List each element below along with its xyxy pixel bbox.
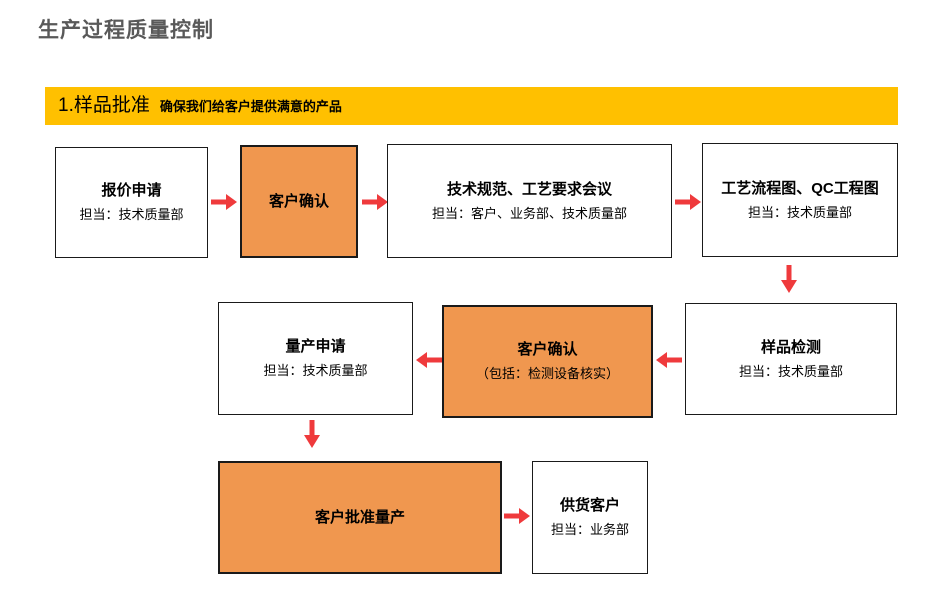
node-title: 工艺流程图、QC工程图 <box>721 179 879 197</box>
arrow-left-icon <box>416 352 442 368</box>
node-subtitle: 担当：客户、业务部、技术质量部 <box>431 205 627 221</box>
node-subtitle: 担当：技术质量部 <box>79 207 184 223</box>
node-subtitle: 担当：技术质量部 <box>738 363 843 379</box>
node-process-flow-qc-chart: 工艺流程图、QC工程图 担当：技术质量部 <box>702 143 898 257</box>
node-mass-production-request: 量产申请 担当：技术质量部 <box>218 302 413 415</box>
section-banner: 1.样品批准 确保我们给客户提供满意的产品 <box>45 87 898 125</box>
node-customer-approve-mass-production: 客户批准量产 <box>218 461 502 574</box>
arrow-left-icon <box>656 352 682 368</box>
arrow-right-icon <box>362 194 388 210</box>
node-title: 量产申请 <box>285 338 346 356</box>
banner-heading: 1.样品批准 <box>58 95 150 116</box>
node-title: 报价申请 <box>101 182 162 200</box>
arrow-down-icon <box>781 265 797 293</box>
banner-subtitle: 确保我们给客户提供满意的产品 <box>159 99 342 114</box>
node-subtitle: （包括：检测设备核实） <box>475 366 619 382</box>
page-title: 生产过程质量控制 <box>38 19 214 42</box>
arrow-right-icon <box>211 194 237 210</box>
node-title: 技术规范、工艺要求会议 <box>446 180 612 198</box>
node-title: 客户批准量产 <box>314 508 405 526</box>
node-subtitle: 担当：技术质量部 <box>263 363 368 379</box>
arrow-right-icon <box>675 194 701 210</box>
node-customer-confirm-1: 客户确认 <box>240 145 358 258</box>
node-title: 供货客户 <box>559 497 620 515</box>
node-title: 样品检测 <box>760 338 821 356</box>
arrow-down-icon <box>304 420 320 448</box>
node-quote-request: 报价申请 担当：技术质量部 <box>55 147 208 258</box>
node-sample-test: 样品检测 担当：技术质量部 <box>685 303 897 415</box>
node-customer-confirm-2: 客户确认 （包括：检测设备核实） <box>442 305 653 418</box>
node-title: 客户确认 <box>268 192 329 210</box>
arrow-right-icon <box>504 508 530 524</box>
node-tech-spec-meeting: 技术规范、工艺要求会议 担当：客户、业务部、技术质量部 <box>387 144 672 258</box>
node-subtitle: 担当：业务部 <box>550 522 629 538</box>
node-title: 客户确认 <box>517 341 578 359</box>
node-supply-customer: 供货客户 担当：业务部 <box>532 461 648 574</box>
node-subtitle: 担当：技术质量部 <box>747 204 852 220</box>
